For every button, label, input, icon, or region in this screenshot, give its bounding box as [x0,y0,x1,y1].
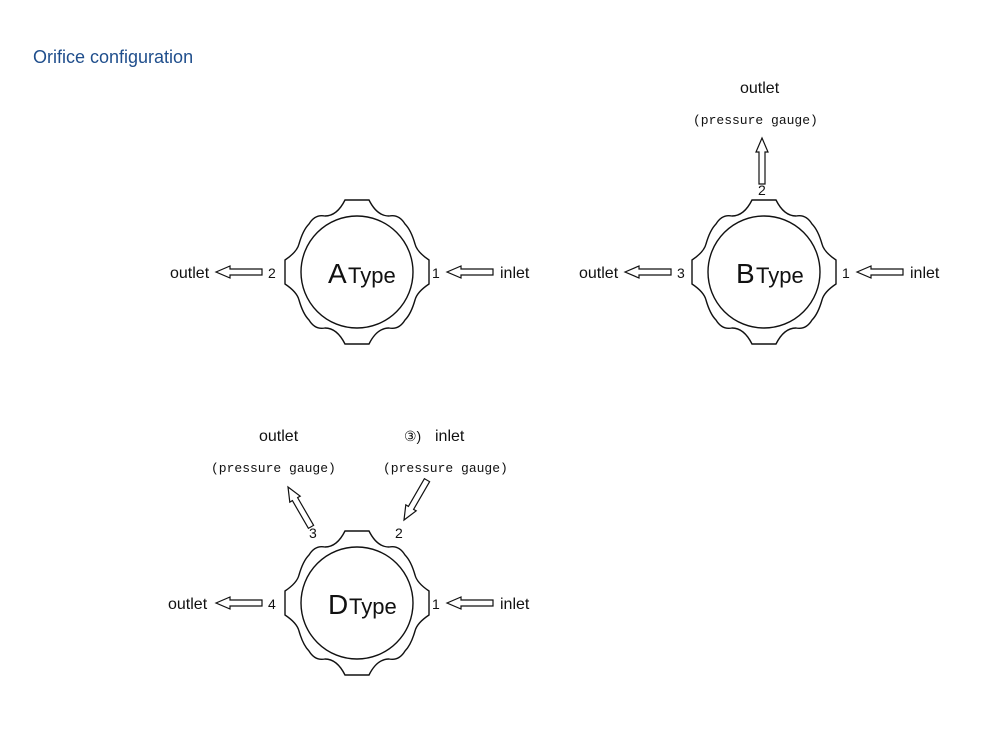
d-upper-outlet-pressure-gauge-note: (pressure gauge) [211,461,336,476]
d-type-letter: D [328,589,348,620]
a-outlet-arrow-icon [215,265,263,279]
a-port-1-number: 1 [432,265,440,281]
b-type-diagram: B Type outlet (pressure gauge) 2 3 outle… [579,80,940,345]
a-type-word: Type [348,263,396,288]
b-inlet-arrow-icon [856,265,904,279]
a-type-diagram: A Type 2 outlet 1 inlet [170,199,530,345]
b-type-word: Type [756,263,804,288]
b-top-pressure-gauge-note: (pressure gauge) [693,113,818,128]
b-top-outlet-label: outlet [740,80,780,97]
d-inlet-label: inlet [500,596,530,613]
d-upper-inlet-prefix: ③) [404,428,421,444]
d-upper-inlet-pressure-gauge-note: (pressure gauge) [383,461,508,476]
a-inlet-label: inlet [500,265,530,282]
b-port-1-number: 1 [842,265,850,281]
b-top-outlet-arrow-icon [755,137,769,185]
b-port-2-number: 2 [758,182,766,198]
b-left-outlet-label: outlet [579,265,619,282]
d-port-4-number: 4 [268,596,276,612]
a-port-2-number: 2 [268,265,276,281]
a-type-body-circle [300,215,414,329]
d-left-outlet-label: outlet [168,596,208,613]
a-inlet-arrow-icon [446,265,494,279]
d-type-body-circle [300,546,414,660]
d-port-3-number: 3 [309,525,317,541]
b-type-body-circle [707,215,821,329]
d-inlet-arrow-icon [446,596,494,610]
b-type-letter: B [736,258,755,289]
a-outlet-label: outlet [170,265,210,282]
b-inlet-label: inlet [910,265,940,282]
d-type-word: Type [349,594,397,619]
d-port-1-number: 1 [432,596,440,612]
d-upper-inlet-label: inlet [435,428,465,445]
d-upper-outlet-arrow-icon [282,483,317,531]
b-port-3-number: 3 [677,265,685,281]
d-left-outlet-arrow-icon [215,596,263,610]
d-upper-inlet-arrow-icon [398,476,433,524]
a-type-letter: A [328,258,347,289]
d-upper-outlet-label: outlet [259,428,299,445]
page-title: Orifice configuration [33,47,194,67]
d-type-diagram: D Type outlet (pressure gauge) 3 ③) inle… [168,428,530,676]
b-left-outlet-arrow-icon [624,265,672,279]
d-port-2-number: 2 [395,525,403,541]
